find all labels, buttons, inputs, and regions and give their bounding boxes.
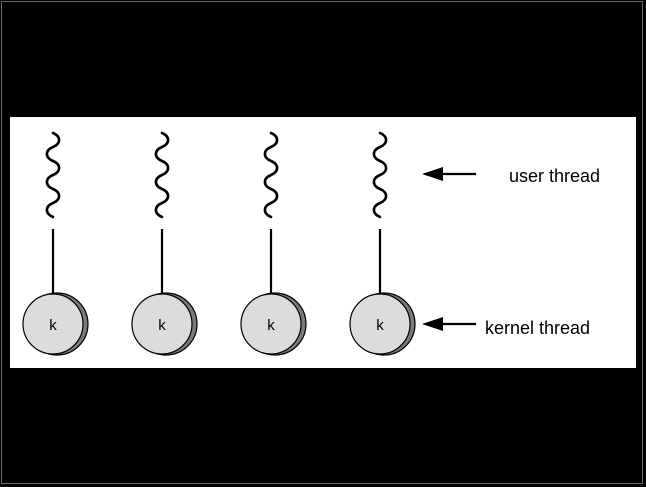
kernel-thread-letter: k bbox=[267, 317, 275, 334]
user-thread-wave bbox=[154, 131, 170, 219]
user-thread-label: user thread bbox=[509, 166, 600, 186]
kernel-thread-letter: k bbox=[158, 317, 166, 334]
thread-pair: k bbox=[131, 131, 198, 356]
user-thread-wave bbox=[372, 131, 388, 219]
kernel-thread-disc bbox=[22, 293, 84, 355]
user-thread-arrow bbox=[422, 167, 476, 181]
kernel-thread-letter: k bbox=[49, 317, 57, 334]
user-thread-wave bbox=[45, 131, 61, 219]
thread-pair: k bbox=[22, 131, 89, 356]
kernel-thread-arrow-head bbox=[422, 317, 443, 331]
thread-pair: k bbox=[349, 131, 416, 356]
kernel-thread-label: kernel thread bbox=[485, 318, 590, 338]
one-to-one-thread-diagram: k k k k user thread kernel thread bbox=[22, 131, 600, 356]
kernel-thread-arrow bbox=[422, 317, 476, 331]
user-thread-wave bbox=[263, 131, 279, 219]
kernel-thread-disc bbox=[240, 293, 302, 355]
kernel-thread-disc bbox=[349, 293, 411, 355]
kernel-thread-disc bbox=[131, 293, 193, 355]
kernel-thread-letter: k bbox=[376, 317, 384, 334]
thread-pair: k bbox=[240, 131, 307, 356]
user-thread-arrow-head bbox=[422, 167, 443, 181]
diagram-panel: k k k k user thread kernel thread bbox=[10, 117, 636, 368]
